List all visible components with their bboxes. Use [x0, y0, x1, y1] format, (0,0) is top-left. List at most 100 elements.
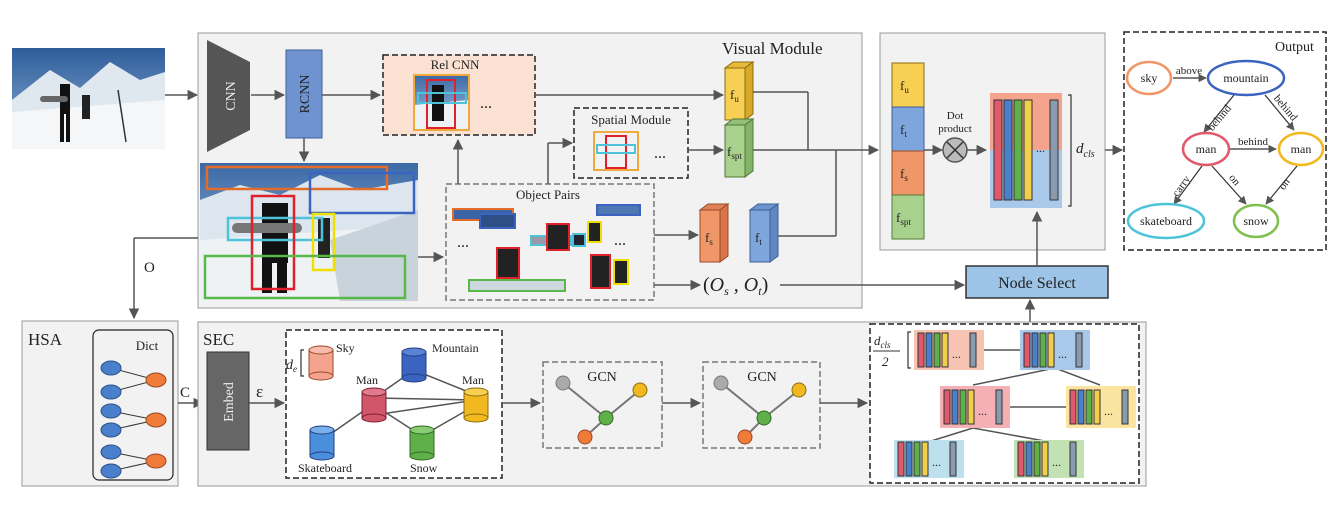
object-pairs-label: Object Pairs — [516, 187, 580, 202]
svg-text:sky: sky — [1141, 71, 1158, 85]
dot-product-label-1: Dot — [947, 110, 964, 122]
output-edges — [1173, 73, 1298, 205]
gcn-graph-1 — [555, 375, 648, 445]
feature-ft: ft — [748, 203, 780, 263]
svg-text:skateboard: skateboard — [1140, 214, 1192, 228]
node-select-label: Node Select — [998, 275, 1076, 292]
de-label: de — [286, 358, 297, 374]
feature-fu: fu — [723, 61, 755, 121]
svg-text:fspt: fspt — [896, 210, 911, 227]
output-node-skateboard — [1126, 202, 1206, 240]
svg-text:fs: fs — [900, 166, 908, 183]
spatial-ellipsis: ... — [654, 145, 666, 162]
gcn-label-2: GCN — [747, 370, 777, 385]
feature-fs: fs — [698, 203, 730, 263]
tree-map-snow: ... — [1014, 440, 1084, 478]
dcls-label: dcls — [1076, 141, 1095, 160]
tree-map-mountain: ... — [1020, 330, 1090, 370]
svg-text:Sky: Sky — [336, 341, 355, 355]
svg-text:dcls: dcls — [874, 333, 891, 350]
svg-text:man: man — [1196, 142, 1217, 156]
cylinder-skateboard — [309, 425, 335, 461]
feature-tree-nodes: ... ... ... ... — [894, 330, 1136, 478]
svg-text:...: ... — [952, 347, 961, 361]
output-node-man2 — [1277, 131, 1325, 167]
embed-block — [206, 351, 250, 451]
svg-text:Snow: Snow — [410, 461, 438, 475]
dcls-half-label: dcls 2 — [873, 331, 911, 369]
gcn-graph-2 — [713, 375, 807, 445]
hsa-title: HSA — [28, 330, 63, 349]
visual-module-title: Visual Module — [722, 39, 823, 58]
output-node-labels: sky mountain man man skateboard snow — [1140, 71, 1311, 228]
svg-text:fs: fs — [705, 230, 713, 247]
output-title: Output — [1275, 40, 1314, 55]
svg-text:fu: fu — [900, 78, 909, 95]
spatial-mask — [593, 131, 639, 171]
c-label: C — [180, 385, 190, 401]
classification-feature-map — [990, 93, 1062, 208]
svg-text:Man: Man — [462, 373, 484, 387]
svg-text:...: ... — [932, 455, 941, 469]
output-node-snow — [1232, 203, 1280, 239]
rel-cnn-ellipsis: ... — [480, 95, 492, 112]
svg-text:2: 2 — [882, 354, 889, 369]
dict-label: Dict — [136, 338, 159, 353]
semantic-graph-nodes — [308, 345, 489, 461]
epsilon-label: ε — [256, 382, 263, 401]
cnn-label: CNN — [224, 81, 239, 111]
input-photo — [12, 48, 165, 149]
rcnn-label: RCNN — [298, 75, 313, 114]
svg-text:ft: ft — [900, 122, 907, 139]
cnn-block — [207, 40, 250, 152]
cylinder-man2 — [463, 387, 489, 423]
cylinder-snow — [409, 425, 435, 461]
svg-text:...: ... — [1058, 347, 1067, 361]
object-pairs-ellipsis-1: ... — [457, 234, 469, 251]
cylinder-mountain — [401, 347, 427, 383]
svg-text:above: above — [1176, 65, 1202, 77]
object-pair-crops — [452, 204, 641, 292]
svg-text:snow: snow — [1243, 214, 1269, 228]
svg-text:Mountain: Mountain — [432, 341, 479, 355]
object-pairs-ellipsis-2: ... — [614, 232, 626, 249]
rcnn-block — [285, 49, 323, 139]
tree-map-sky: ... — [914, 330, 984, 370]
svg-text:Skateboard: Skateboard — [298, 461, 352, 475]
output-nodes — [1125, 59, 1325, 240]
feature-fspt: fspt — [723, 118, 755, 178]
output-node-man1 — [1181, 131, 1231, 167]
gcn-label-1: GCN — [587, 370, 617, 385]
output-node-mountain — [1206, 59, 1286, 97]
svg-text:ft: ft — [755, 230, 762, 247]
svg-text:fu: fu — [730, 87, 739, 104]
svg-text:fspt: fspt — [727, 144, 742, 161]
tree-map-skateboard: ... — [894, 440, 964, 478]
dict-tree — [100, 360, 167, 479]
dot-product-label-2: product — [938, 123, 972, 135]
cylinder-man1 — [361, 387, 387, 423]
semantic-graph-labels: Sky Mountain Man Man Skateboard Snow — [298, 341, 484, 475]
svg-text:...: ... — [978, 404, 987, 418]
fusion-ellipsis: ... — [1036, 141, 1045, 155]
rel-cnn-crop — [413, 74, 470, 131]
spatial-module-label: Spatial Module — [591, 112, 671, 127]
svg-text:man: man — [1291, 142, 1312, 156]
output-node-sky — [1125, 60, 1173, 96]
svg-text:...: ... — [1052, 455, 1061, 469]
detection-photo — [200, 163, 418, 301]
sec-title: SEC — [203, 330, 234, 349]
cylinder-sky — [308, 345, 334, 381]
fusion-feature-stack: fu ft fs fspt — [891, 62, 925, 240]
svg-text:Man: Man — [356, 373, 378, 387]
tree-map-man1: ... — [940, 386, 1010, 428]
svg-text:...: ... — [1104, 404, 1113, 418]
pair-output-label: (Os , Ot) — [703, 274, 768, 298]
feature-tree-edges — [927, 349, 1101, 443]
rel-cnn-label: Rel CNN — [431, 57, 480, 72]
svg-text:behind: behind — [1238, 136, 1268, 148]
svg-text:mountain: mountain — [1223, 71, 1268, 85]
embed-label: Embed — [222, 382, 237, 422]
o-label: O — [144, 260, 155, 276]
